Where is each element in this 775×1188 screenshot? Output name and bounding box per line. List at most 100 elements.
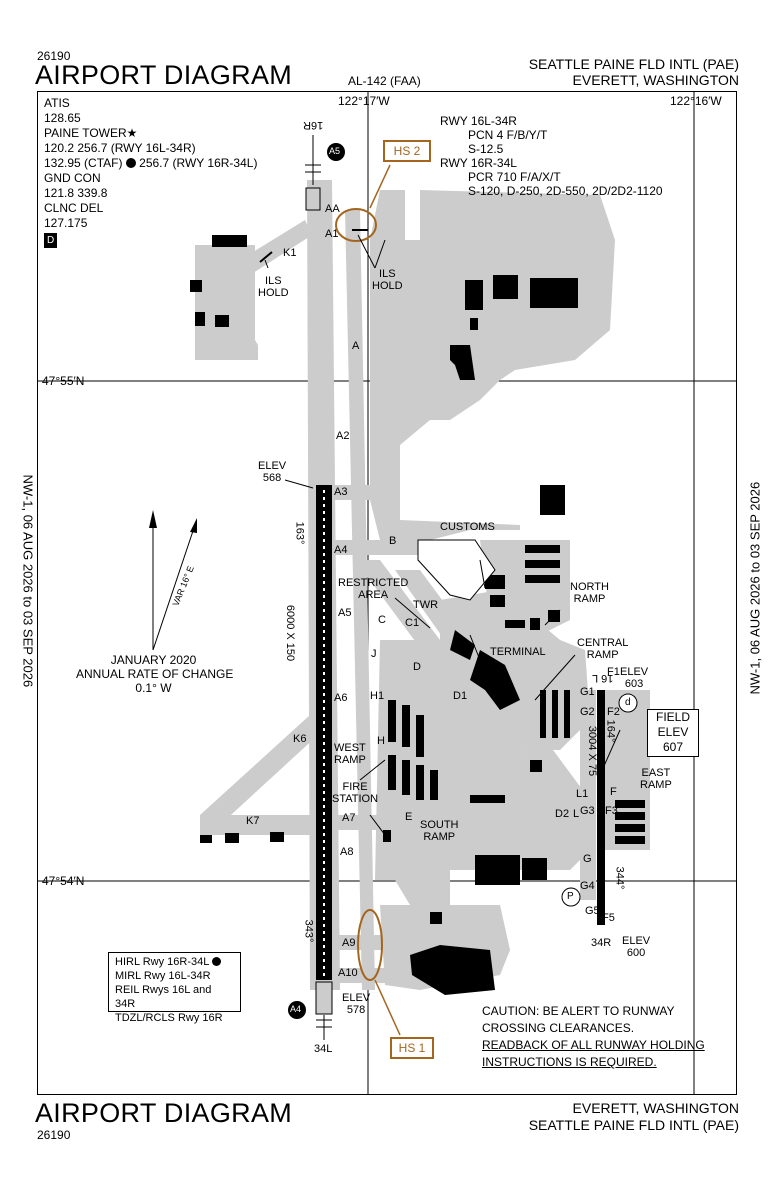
leader-line xyxy=(357,234,376,269)
leader-lines xyxy=(264,234,621,836)
building xyxy=(416,715,424,757)
parking-icon xyxy=(561,887,581,907)
taxiway-label: A8 xyxy=(340,846,354,858)
centerline-dash xyxy=(323,686,325,689)
taxiway-label: A6 xyxy=(334,692,348,704)
taxiway-label: D2 xyxy=(555,808,570,820)
taxiway-label: K6 xyxy=(293,733,307,745)
building xyxy=(195,312,205,326)
centerline-dash xyxy=(323,721,325,724)
restricted-text: RESTRICTED xyxy=(338,577,409,589)
tower-label: PAINE TOWER★ xyxy=(44,126,138,140)
runway-end-34l: 34L xyxy=(314,1043,333,1055)
centerline-dash xyxy=(323,490,325,493)
leader-line xyxy=(599,729,621,776)
centerline-dash xyxy=(323,777,325,780)
ils-hold-text: HOLD xyxy=(372,280,403,292)
building xyxy=(430,912,442,924)
taxiway-label: AA xyxy=(325,203,340,215)
centerline-dash xyxy=(323,938,325,941)
building xyxy=(485,575,505,589)
leader-line xyxy=(374,239,386,269)
footer-airport: SEATTLE PAINE FLD INTL (PAE) xyxy=(528,1117,739,1133)
city-name: EVERETT, WASHINGTON xyxy=(572,72,739,88)
taxiway-label: K7 xyxy=(246,815,260,827)
airport-name: SEATTLE PAINE FLD INTL (PAE) xyxy=(528,56,739,72)
taxiway-label: E xyxy=(405,811,413,823)
centerline-dash xyxy=(323,672,325,675)
building xyxy=(215,315,229,327)
elev-text: ELEV xyxy=(342,992,371,1004)
terminal-building xyxy=(450,630,475,660)
building xyxy=(564,690,570,738)
hotspot-hs1[interactable]: HS 1 xyxy=(390,1037,434,1059)
taxiway-label: A4 xyxy=(334,544,348,556)
centerline-dash xyxy=(323,882,325,885)
centerline-dash xyxy=(323,784,325,787)
fire-text: STATION xyxy=(332,793,379,805)
building xyxy=(402,760,410,795)
field-elev-text: FIELD xyxy=(655,710,690,724)
centerline-dash xyxy=(323,532,325,535)
hotspot-hs1-leader xyxy=(374,979,401,1036)
ils-hold-text: ILS xyxy=(265,275,282,287)
centerline-dash xyxy=(323,707,325,710)
ramp-text: RAMP xyxy=(573,593,606,605)
centerline-dash xyxy=(323,833,325,836)
terminal-label: TERMINAL xyxy=(490,646,546,658)
taxiway-label: A1 xyxy=(325,228,339,240)
leader-line xyxy=(394,597,431,629)
caution-line: CAUTION: BE ALERT TO RUNWAY xyxy=(482,1004,675,1018)
runway-info: RWY 16L-34R PCN 4 F/B/Y/T S-12.5 RWY 16R… xyxy=(440,114,663,198)
centerline-dash xyxy=(323,728,325,731)
blast-pad-16r xyxy=(305,187,321,211)
rwy1-strength: S-12.5 xyxy=(468,142,504,156)
elev-text: ELEV xyxy=(622,935,651,947)
building xyxy=(615,824,645,832)
building xyxy=(530,760,542,772)
taxiway-label: F5 xyxy=(602,912,615,924)
rwy-16l-dimensions: 3004 X 75 xyxy=(586,725,599,777)
hotspot-hs2-leader xyxy=(369,164,391,209)
field-elev-text: ELEV xyxy=(657,725,689,739)
centerline-dash xyxy=(323,959,325,962)
parking-badge: P xyxy=(567,891,574,902)
building xyxy=(540,485,565,515)
building xyxy=(525,560,560,568)
taxiway-a3 xyxy=(330,485,385,500)
taxiway-label: A5 xyxy=(338,607,352,619)
magnetic-north-line xyxy=(152,524,196,651)
building xyxy=(212,235,247,247)
centerline-dash xyxy=(323,602,325,605)
building xyxy=(410,945,495,995)
d-circle-badge: d xyxy=(625,697,631,708)
hotspot-hs2[interactable]: HS 2 xyxy=(383,140,431,162)
centerline-dash xyxy=(323,840,325,843)
terminal-building xyxy=(470,650,520,710)
a4-badge-icon xyxy=(288,1001,306,1019)
elev-value: 568 xyxy=(262,472,282,484)
footer-city: EVERETT, WASHINGTON xyxy=(572,1100,739,1116)
building xyxy=(388,700,396,742)
taxiway-label: D xyxy=(413,661,421,673)
taxiway-label: D1 xyxy=(453,690,468,702)
building xyxy=(552,690,558,738)
centerline-dash xyxy=(323,651,325,654)
taxiway-label: A xyxy=(352,340,360,352)
building xyxy=(470,318,478,330)
a5-badge-icon xyxy=(327,143,345,161)
centerline-dash xyxy=(323,574,325,577)
caution-line: READBACK OF ALL RUNWAY HOLDING xyxy=(482,1038,705,1052)
tower-freq1: 120.2 256.7 (RWY 16L-34R) xyxy=(44,141,196,155)
taxiway-a xyxy=(345,210,375,990)
taxiway-a4 xyxy=(330,540,430,555)
centerline-dash xyxy=(323,595,325,598)
centerline-dash xyxy=(323,805,325,808)
centerline-dash xyxy=(323,735,325,738)
centerline-dash xyxy=(323,693,325,696)
